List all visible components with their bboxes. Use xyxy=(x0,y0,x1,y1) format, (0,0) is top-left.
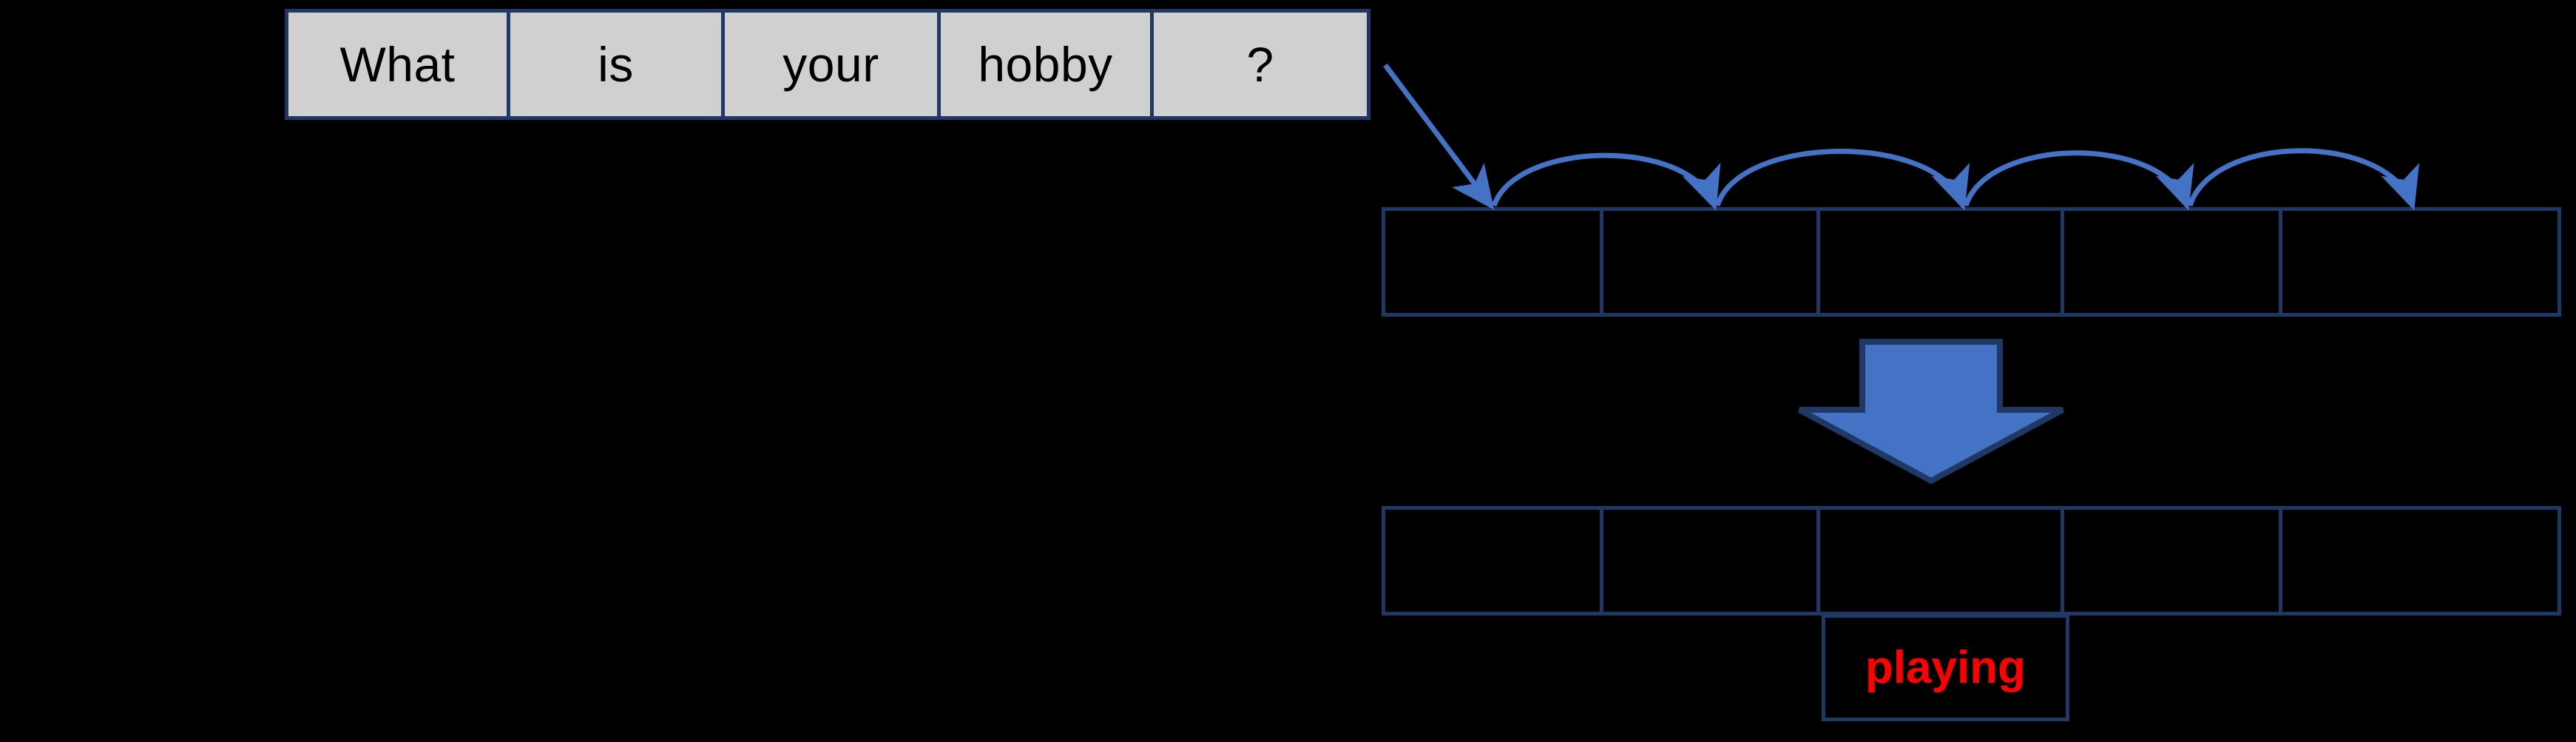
output-word-box[interactable]: playing xyxy=(1822,614,2069,721)
decoder-cell-1[interactable] xyxy=(1382,506,1603,615)
input-token-cell-3[interactable]: your xyxy=(721,9,941,120)
decoder-strip xyxy=(1382,506,2572,615)
input-token-label-3: your xyxy=(782,37,879,92)
decoder-cell-2[interactable] xyxy=(1600,506,1820,615)
input-token-label-1: What xyxy=(339,37,456,92)
input-token-cell-5[interactable]: ? xyxy=(1150,9,1370,120)
curved-arrow-icon xyxy=(1491,152,1721,211)
output-word-label: playing xyxy=(1865,641,2026,693)
input-token-cell-2[interactable]: is xyxy=(507,9,725,120)
input-token-cell-4[interactable]: hobby xyxy=(937,9,1154,120)
down-block-arrow-icon xyxy=(1798,339,2064,485)
input-token-label-2: is xyxy=(598,37,634,92)
encoder-cell-1[interactable] xyxy=(1382,207,1603,317)
decoder-cell-3[interactable] xyxy=(1816,506,2064,615)
encoder-cell-3[interactable] xyxy=(1816,207,2064,317)
encoder-cell-5[interactable] xyxy=(2279,207,2561,317)
decoder-cell-5[interactable] xyxy=(2279,506,2561,615)
curved-arrow-icon xyxy=(1714,149,1970,211)
diagonal-arrow-icon xyxy=(1383,63,1495,210)
curved-arrow-icon xyxy=(1963,150,2194,211)
encoder-cell-4[interactable] xyxy=(2061,207,2282,317)
decoder-cell-4[interactable] xyxy=(2061,506,2282,615)
input-token-cell-1[interactable]: What xyxy=(285,9,510,120)
input-token-label-5: ? xyxy=(1246,37,1274,92)
input-token-label-4: hobby xyxy=(978,37,1113,92)
curved-arrow-icon xyxy=(2187,148,2420,211)
encoder-strip xyxy=(1382,207,2572,317)
encoder-cell-2[interactable] xyxy=(1600,207,1820,317)
input-sentence-strip: What is your hobby ? xyxy=(285,9,1385,120)
